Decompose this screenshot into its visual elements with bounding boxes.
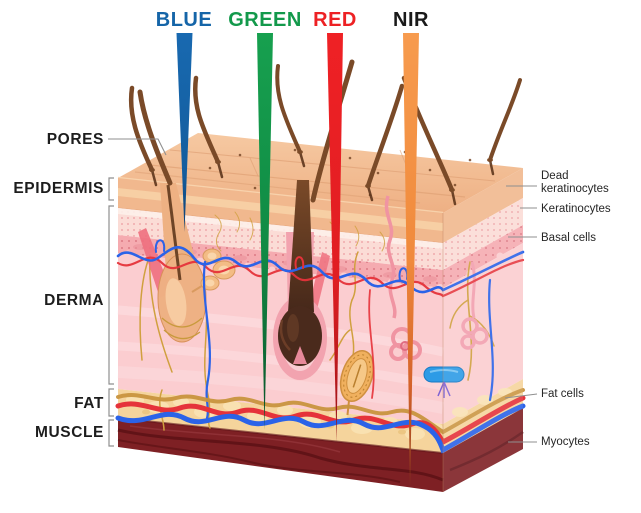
fat-label: FAT [74,395,104,412]
green-beam [257,33,273,430]
pores-label: PORES [47,131,104,148]
red-beam [327,33,343,442]
nerve-fibers [139,211,495,431]
green-label: GREEN [228,9,302,31]
epidermis-granular-layer [118,198,523,270]
skin-block [115,59,526,492]
muscle-bracket [108,419,114,447]
layer-labels: PORES EPIDERMIS DERMA FAT MUSCLE [13,131,167,447]
derma-label: DERMA [44,292,104,309]
sweat-gland [384,195,422,361]
blue-label: BLUE [156,9,212,31]
myocytes-label: Myocytes [541,436,590,448]
fat-cells-leader [504,393,538,399]
capillary-bundle [423,366,465,398]
hair-follicle-center [273,180,330,380]
subcutaneous-vessels [115,388,526,454]
fat-cells-label: Fat cells [541,388,584,400]
keratinocytes-label: Keratinocytes [541,203,611,215]
pacinian-corpuscle [339,350,375,416]
epidermis-bracket [108,177,114,201]
nir-beam [403,33,419,487]
fat-bracket [108,388,114,417]
derma-bracket [108,205,114,385]
dermal-vessels [116,239,525,420]
side-face-shade [443,168,523,492]
dead-keratinocytes-label: Dead keratinocytes [541,170,609,195]
muscle-layer [117,408,524,492]
pores-leader-line [108,138,167,156]
blue-beam [176,33,193,232]
sebaceous-gland [191,248,236,293]
basal-cells-label: Basal cells [541,232,596,244]
epidermis-label: EPIDERMIS [13,180,104,197]
nir-label: NIR [393,9,429,31]
muscle-label: MUSCLE [35,424,104,441]
cell-labels: Dead keratinocytes Keratinocytes Basal c… [504,170,611,448]
red-label: RED [313,9,357,31]
wavelength-labels: BLUE GREEN RED NIR [156,9,429,31]
sweat-gland-right [460,261,489,350]
light-beams [176,33,419,487]
